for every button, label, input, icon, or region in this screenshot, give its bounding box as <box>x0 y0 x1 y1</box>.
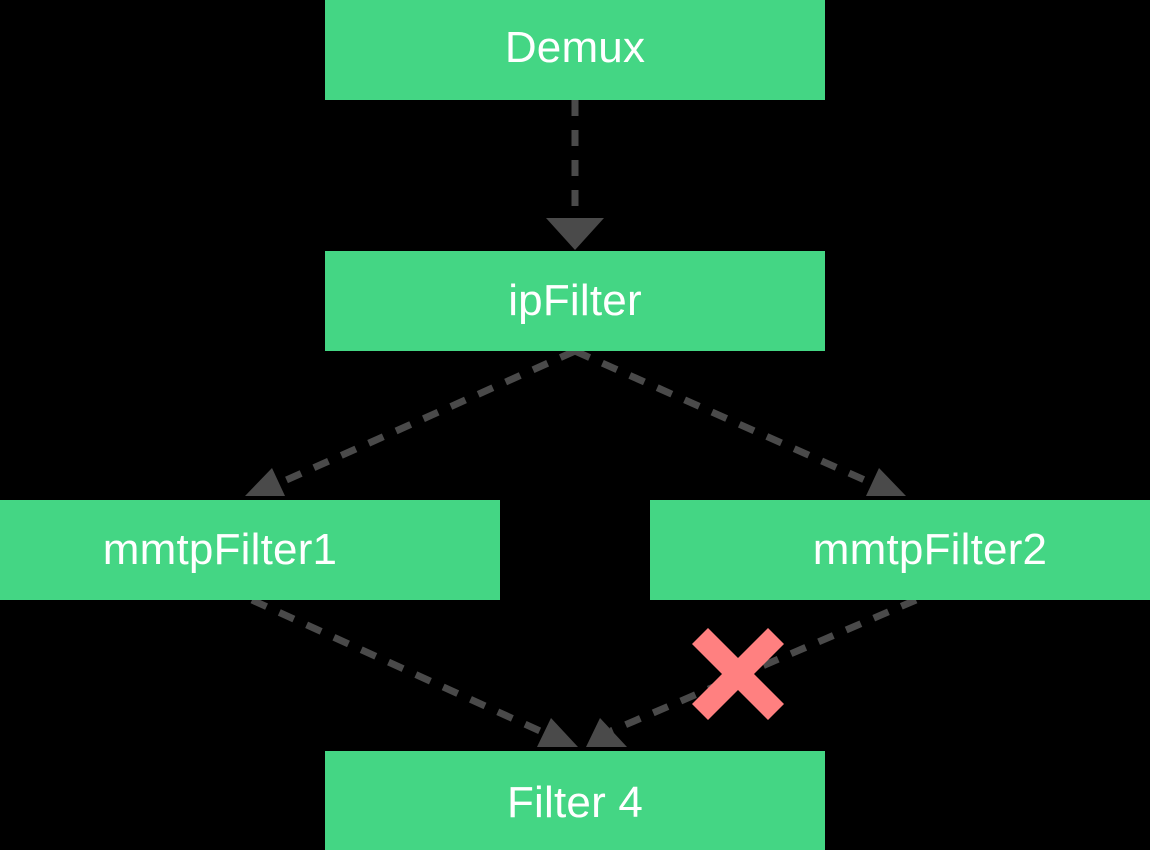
node-mmtpfilter1-label: mmtpFilter1 <box>102 525 338 574</box>
edge-ipfilter-to-mmtpfilter1 <box>245 347 577 496</box>
node-ipfilter-label: ipFilter <box>508 276 642 325</box>
node-mmtpfilter1[interactable]: mmtpFilter1 <box>0 500 500 600</box>
blocked-edge-cross-icon <box>692 628 784 720</box>
node-mmtpfilter2[interactable]: mmtpFilter2 <box>650 500 1150 600</box>
node-demux-label: Demux <box>504 23 646 72</box>
node-demux[interactable]: Demux <box>325 0 825 100</box>
node-ipfilter[interactable]: ipFilter <box>325 251 825 351</box>
node-filter4[interactable]: Filter 4 <box>325 751 825 850</box>
edge-mmtpfilter1-to-filter4 <box>250 596 578 747</box>
edge-demux-to-ipfilter <box>546 100 604 250</box>
node-mmtpfilter2-label: mmtpFilter2 <box>812 525 1048 574</box>
edge-ipfilter-to-mmtpfilter2 <box>573 347 906 496</box>
node-filter4-label: Filter 4 <box>506 778 644 827</box>
edge-mmtpfilter2-to-filter4 <box>586 596 918 747</box>
